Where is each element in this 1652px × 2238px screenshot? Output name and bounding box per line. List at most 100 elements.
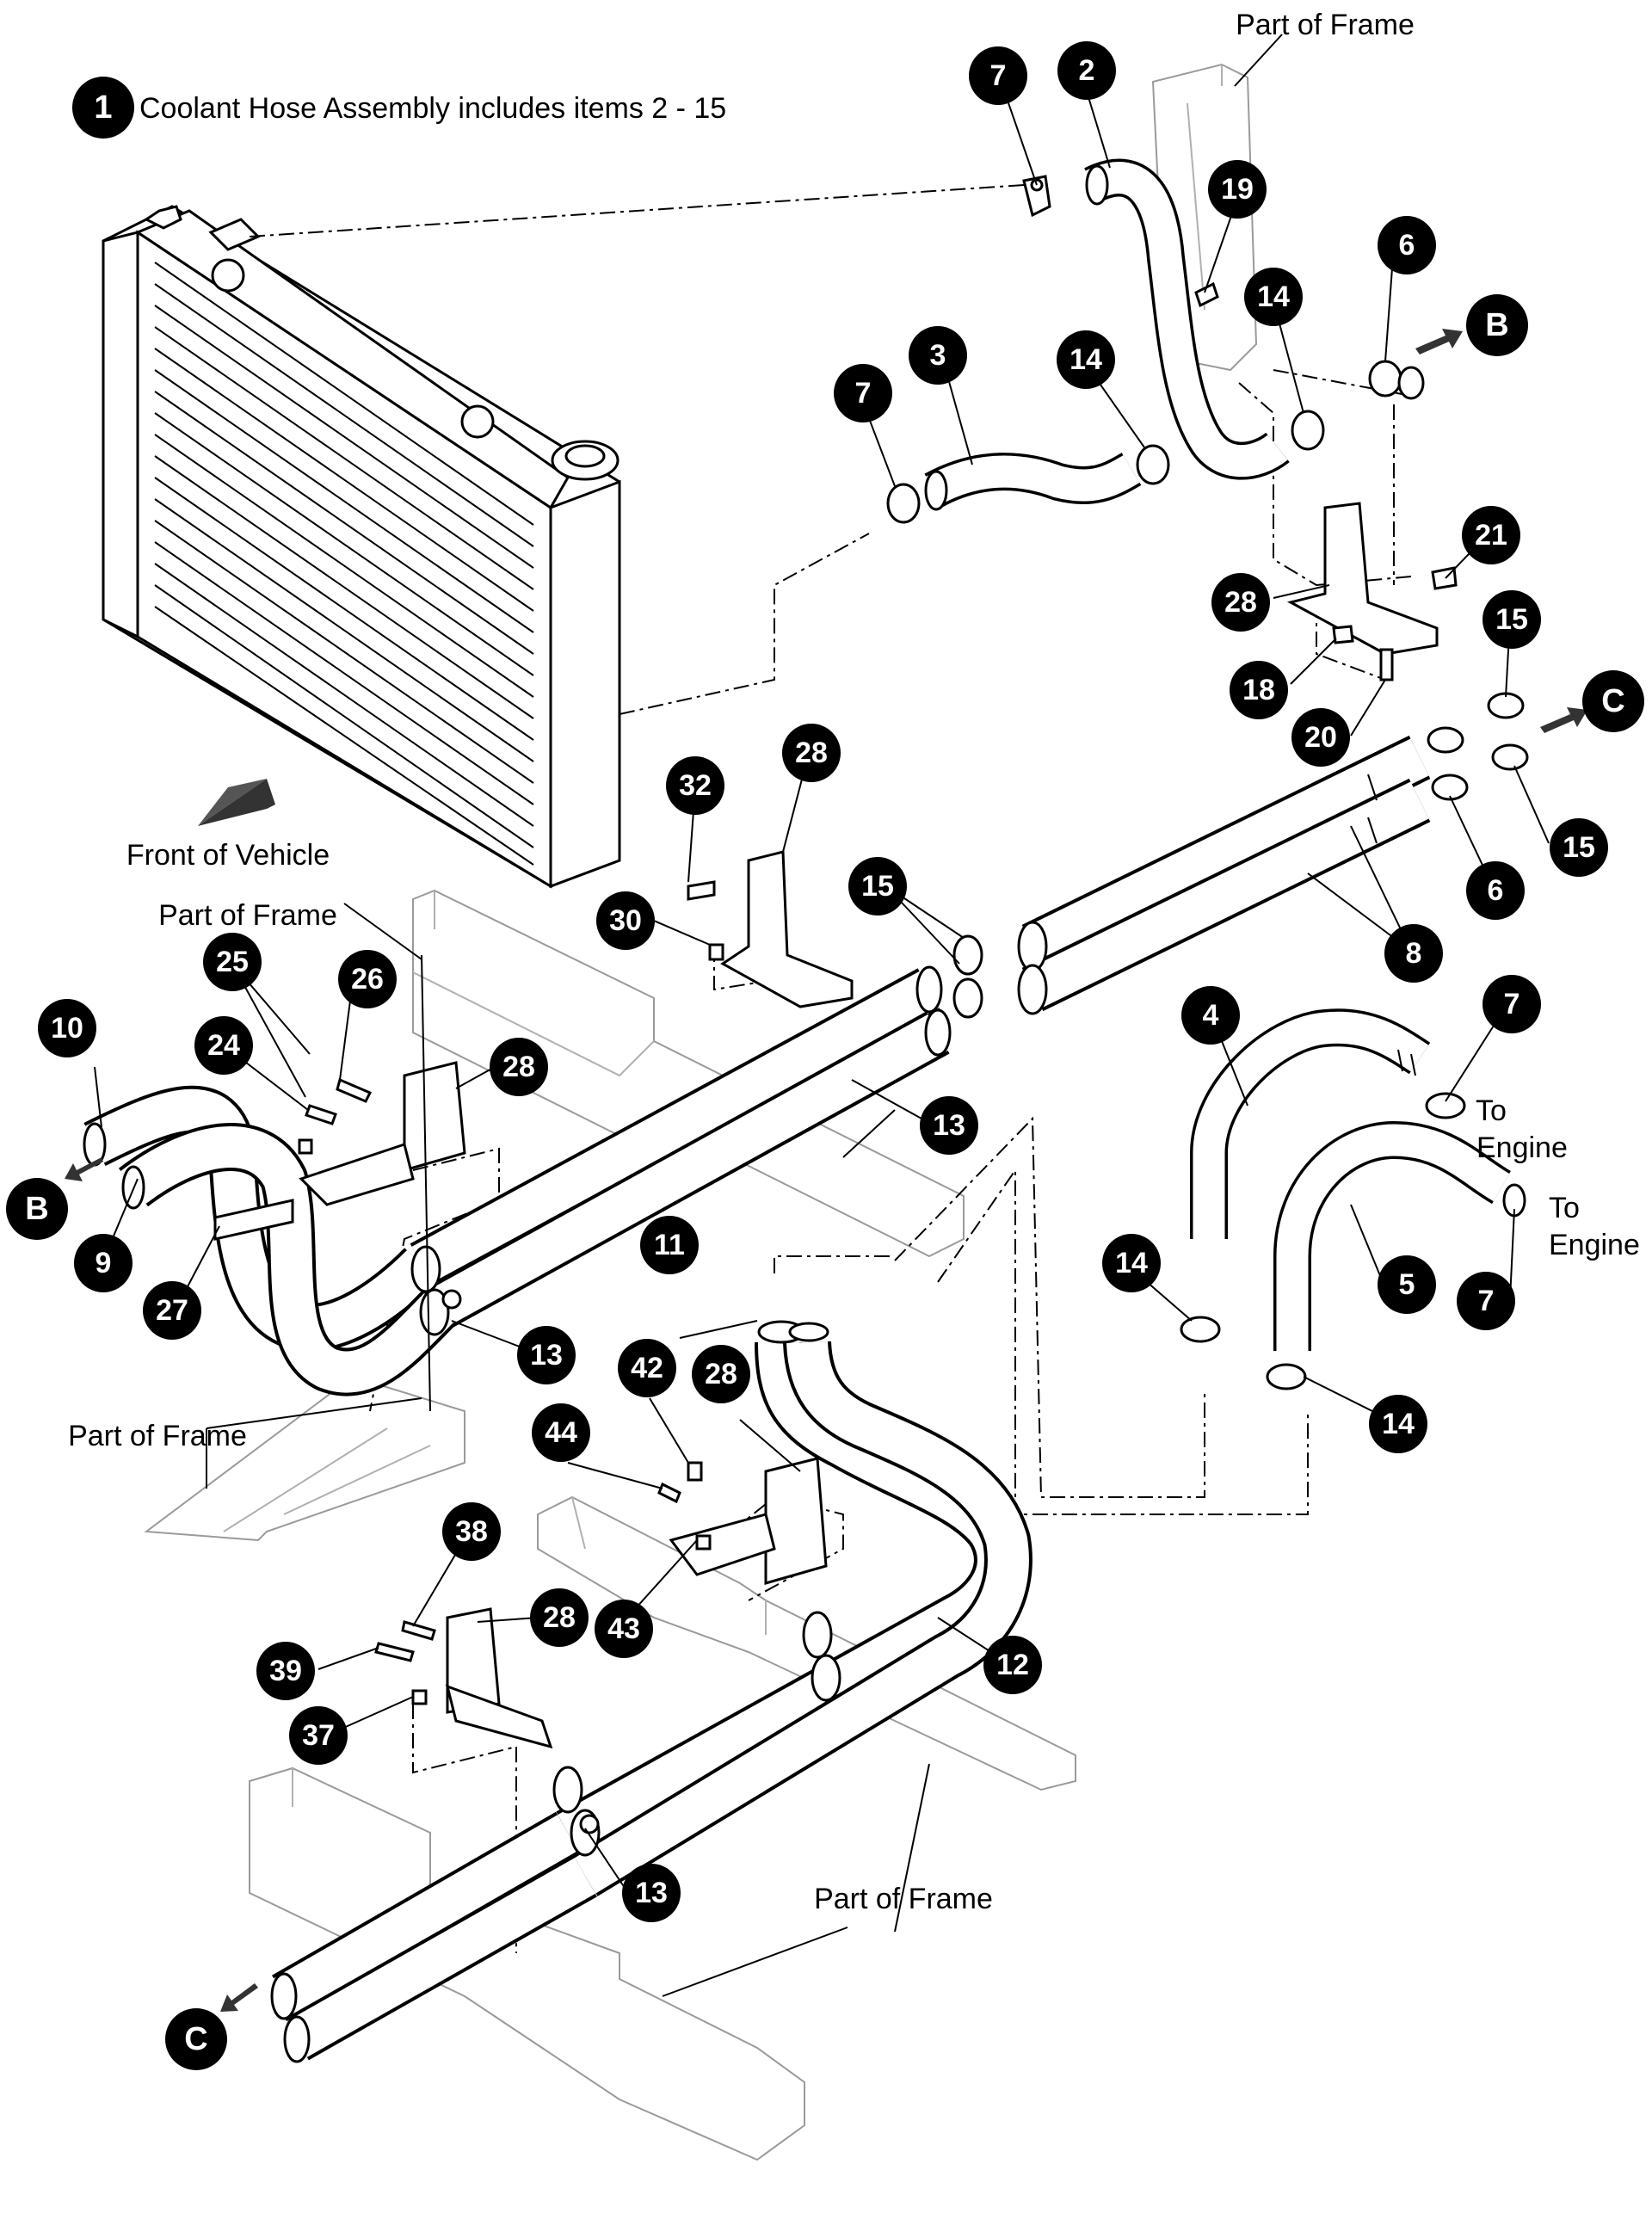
hoses-4-5 — [1190, 1008, 1512, 1351]
svg-text:2: 2 — [1079, 54, 1095, 87]
svg-text:B: B — [1485, 307, 1508, 343]
direction-arrows — [65, 329, 1587, 2012]
part-of-frame-label-left: Part of Frame — [158, 899, 337, 932]
to-engine-label-1-to: To — [1476, 1094, 1507, 1127]
connector-c-right: C — [1582, 670, 1644, 732]
svg-text:25: 25 — [216, 946, 249, 978]
callout-37: 37 — [289, 1706, 348, 1765]
callout-24: 24 — [194, 1016, 253, 1075]
callout-5: 5 — [1378, 1255, 1436, 1314]
svg-text:20: 20 — [1304, 721, 1337, 754]
svg-text:5: 5 — [1399, 1268, 1415, 1301]
hoses-13-upper — [410, 965, 952, 1329]
part-of-frame-label-top: Part of Frame — [1236, 9, 1415, 41]
callout-15: 15 — [848, 857, 907, 916]
part-of-frame-label-lower-left: Part of Frame — [68, 1420, 247, 1452]
callout-14: 14 — [1369, 1395, 1427, 1453]
svg-text:14: 14 — [1115, 1247, 1148, 1279]
callout-18: 18 — [1230, 661, 1288, 719]
svg-text:28: 28 — [705, 1358, 737, 1390]
svg-text:43: 43 — [607, 1612, 640, 1645]
connector-callouts: B C B C — [6, 294, 1644, 2070]
connector-b-left: B — [6, 1178, 68, 1240]
svg-text:28: 28 — [502, 1051, 535, 1083]
svg-text:28: 28 — [795, 737, 828, 769]
svg-text:7: 7 — [1504, 988, 1520, 1020]
callout-12: 12 — [983, 1636, 1042, 1694]
svg-text:15: 15 — [861, 870, 894, 903]
callout-28: 28 — [1211, 573, 1270, 632]
clamps — [410, 175, 1529, 1857]
callout-27: 27 — [143, 1281, 201, 1340]
callout-2: 2 — [1057, 41, 1116, 100]
brackets-28 — [299, 502, 1439, 1749]
svg-text:C: C — [1601, 683, 1624, 719]
callout-19: 19 — [1208, 160, 1267, 219]
callout-28: 28 — [692, 1345, 750, 1403]
connector-b-right: B — [1466, 294, 1528, 356]
callout-43: 43 — [595, 1600, 653, 1658]
callout-38: 38 — [442, 1502, 501, 1561]
svg-text:10: 10 — [51, 1012, 83, 1045]
callout-4: 4 — [1181, 986, 1240, 1045]
callout-25: 25 — [203, 933, 262, 991]
svg-text:28: 28 — [1224, 586, 1257, 619]
connector-c-bottom: C — [165, 2008, 227, 2070]
svg-text:42: 42 — [631, 1352, 663, 1384]
callout-20: 20 — [1291, 708, 1350, 767]
callout-15: 15 — [1550, 818, 1608, 877]
svg-text:11: 11 — [654, 1229, 685, 1261]
callout-30: 30 — [596, 891, 655, 950]
svg-text:28: 28 — [543, 1601, 576, 1634]
svg-text:7: 7 — [855, 377, 872, 410]
radiator — [102, 205, 621, 889]
svg-text:C: C — [184, 2021, 207, 2057]
callout-28: 28 — [490, 1038, 548, 1096]
callout-11: 11 — [640, 1216, 699, 1274]
svg-text:B: B — [25, 1191, 48, 1227]
hose-2 — [1084, 158, 1290, 480]
svg-text:38: 38 — [455, 1515, 488, 1548]
svg-text:14: 14 — [1069, 343, 1102, 376]
callout-13: 13 — [517, 1326, 576, 1384]
svg-text:6: 6 — [1399, 229, 1415, 262]
svg-text:13: 13 — [635, 1877, 668, 1909]
svg-text:27: 27 — [156, 1294, 188, 1327]
svg-text:15: 15 — [1495, 603, 1528, 636]
callout-7: 7 — [969, 46, 1027, 105]
callout-10: 10 — [38, 999, 96, 1057]
callout-28: 28 — [782, 724, 841, 782]
svg-text:19: 19 — [1221, 173, 1254, 206]
svg-text:7: 7 — [1478, 1285, 1495, 1317]
svg-text:6: 6 — [1488, 874, 1504, 907]
svg-text:13: 13 — [530, 1339, 563, 1372]
svg-text:39: 39 — [269, 1655, 302, 1687]
callout-14: 14 — [1057, 330, 1115, 389]
svg-text:7: 7 — [990, 59, 1007, 92]
note-text: Coolant Hose Assembly includes items 2 -… — [139, 92, 726, 125]
callout-26: 26 — [338, 950, 397, 1008]
callout-21: 21 — [1462, 506, 1520, 564]
to-engine-label-1-engine: Engine — [1476, 1131, 1568, 1164]
svg-text:3: 3 — [930, 339, 946, 372]
svg-text:37: 37 — [302, 1719, 335, 1752]
hoses-11-12 — [270, 1320, 1032, 2063]
callout-44: 44 — [532, 1403, 590, 1462]
hose-3 — [924, 453, 1142, 511]
svg-text:21: 21 — [1475, 519, 1507, 552]
svg-text:4: 4 — [1203, 999, 1219, 1032]
svg-text:18: 18 — [1242, 674, 1275, 706]
to-engine-label-2-engine: Engine — [1549, 1229, 1640, 1261]
svg-text:14: 14 — [1257, 281, 1290, 313]
callout-9: 9 — [74, 1234, 133, 1292]
front-of-vehicle-label: Front of Vehicle — [126, 839, 330, 872]
callout-6: 6 — [1466, 861, 1525, 920]
callout-32: 32 — [666, 756, 724, 815]
callout-39: 39 — [256, 1642, 315, 1700]
callout-42: 42 — [618, 1339, 676, 1397]
callout-14: 14 — [1244, 268, 1303, 326]
callout-13: 13 — [920, 1096, 978, 1155]
svg-text:30: 30 — [609, 904, 642, 937]
svg-text:14: 14 — [1382, 1408, 1415, 1440]
